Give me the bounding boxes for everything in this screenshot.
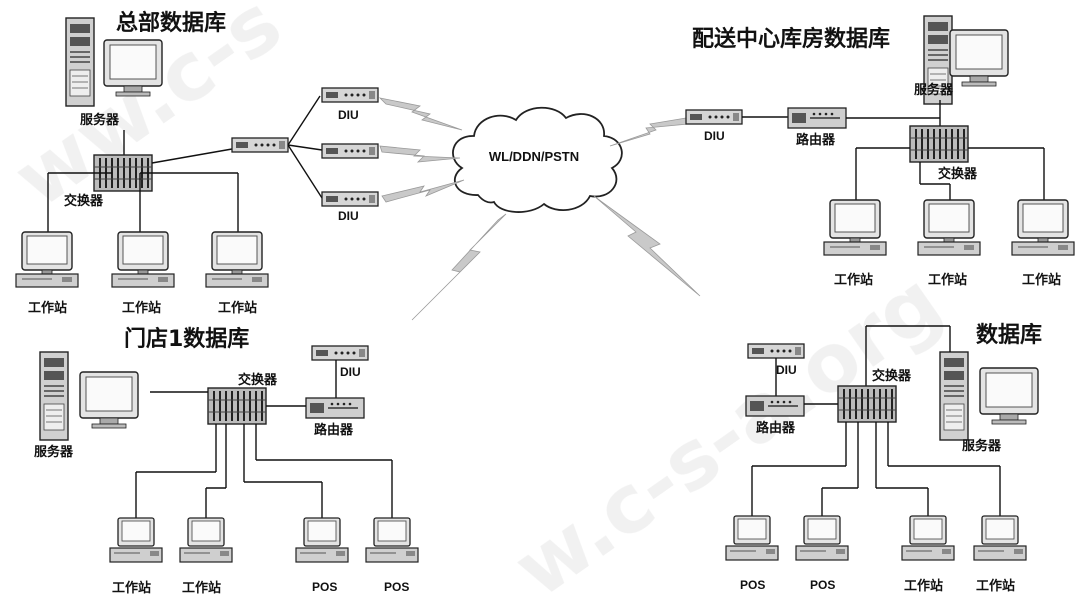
store1-router-label: 路由器 bbox=[314, 422, 354, 438]
store2-terminal-label-1: POS bbox=[740, 578, 765, 592]
dc-workstation-3 bbox=[1011, 199, 1075, 256]
store1-server-tower bbox=[39, 351, 69, 441]
store2-server-label: 服务器 bbox=[962, 438, 1002, 454]
store1-title: 门店1数据库 bbox=[124, 326, 249, 352]
wireless-links bbox=[378, 97, 701, 321]
wireless-link-store1 bbox=[411, 213, 507, 321]
wireless-link-dc bbox=[609, 117, 689, 147]
store2-terminal-3 bbox=[901, 515, 955, 561]
hq-switch-label: 交换器 bbox=[64, 193, 104, 209]
hq-workstation-label-3: 工作站 bbox=[218, 300, 257, 316]
store2-title: 数据库 bbox=[976, 322, 1042, 348]
store2-diu bbox=[747, 343, 805, 359]
dc-diu-label: DIU bbox=[704, 129, 725, 143]
hq-workstation-1 bbox=[15, 231, 79, 288]
store2-server-monitor bbox=[979, 367, 1039, 425]
wan-cloud: WL/DDN/PSTN bbox=[452, 106, 623, 213]
store1-terminal-label-2: 工作站 bbox=[182, 580, 221, 596]
store2-terminal-label-2: POS bbox=[810, 578, 835, 592]
dc-router bbox=[787, 107, 847, 129]
store1-diu-label: DIU bbox=[340, 365, 361, 379]
hq-diu-label-2: DIU bbox=[338, 209, 359, 223]
store2-router bbox=[745, 395, 805, 417]
store1-site: 门店1数据库 服务器 交换器 DIU 路由器 工作站 工作站 POS POS bbox=[34, 326, 419, 596]
dc-server-label: 服务器 bbox=[914, 82, 954, 98]
store1-router bbox=[305, 397, 365, 419]
store1-terminal-label-1: 工作站 bbox=[112, 580, 151, 596]
hq-title: 总部数据库 bbox=[116, 10, 226, 36]
dc-switch bbox=[909, 125, 969, 163]
hq-hub bbox=[231, 137, 289, 153]
store1-diu bbox=[311, 345, 369, 361]
wireless-link-hq-2 bbox=[379, 145, 461, 163]
store1-terminal-label-4: POS bbox=[384, 580, 409, 594]
hq-diu-1 bbox=[321, 87, 379, 103]
store2-server-tower bbox=[939, 351, 969, 441]
store1-server-label: 服务器 bbox=[34, 444, 74, 460]
hq-diu-label-1: DIU bbox=[338, 108, 359, 122]
store2-terminal-2 bbox=[795, 515, 849, 561]
hq-workstation-2 bbox=[111, 231, 175, 288]
store1-terminal-4 bbox=[365, 517, 419, 563]
store2-diu-label: DIU bbox=[776, 363, 797, 377]
store2-terminal-4 bbox=[973, 515, 1027, 561]
dc-title: 配送中心库房数据库 bbox=[692, 26, 890, 52]
dc-workstation-label-1: 工作站 bbox=[834, 272, 873, 288]
store2-terminal-label-4: 工作站 bbox=[976, 578, 1015, 594]
store2-switch-label: 交换器 bbox=[872, 368, 912, 384]
store2-terminal-1 bbox=[725, 515, 779, 561]
wireless-link-hq-1 bbox=[378, 97, 463, 131]
store1-terminal-label-3: POS bbox=[312, 580, 337, 594]
dc-workstation-label-3: 工作站 bbox=[1022, 272, 1061, 288]
hq-server-label: 服务器 bbox=[80, 112, 120, 128]
dc-workstation-label-2: 工作站 bbox=[928, 272, 967, 288]
dc-router-label: 路由器 bbox=[796, 132, 836, 148]
wireless-link-hq-3 bbox=[381, 179, 465, 203]
hq-workstation-label-2: 工作站 bbox=[122, 300, 161, 316]
hq-workstation-3 bbox=[205, 231, 269, 288]
dc-site: 配送中心库房数据库 服务器 DIU 路由器 交换器 工作站 工作站 工作站 bbox=[685, 15, 1075, 288]
store1-switch bbox=[207, 387, 267, 425]
store2-site: 数据库 服务器 交换器 DIU 路由器 POS POS 工作站 工 bbox=[725, 322, 1042, 594]
wireless-link-store2 bbox=[593, 195, 701, 297]
store1-terminal-2 bbox=[179, 517, 233, 563]
store1-terminal-1 bbox=[109, 517, 163, 563]
dc-server-monitor bbox=[949, 29, 1009, 87]
store1-terminal-3 bbox=[295, 517, 349, 563]
cloud-label: WL/DDN/PSTN bbox=[489, 149, 579, 164]
dc-workstation-1 bbox=[823, 199, 887, 256]
store2-terminal-label-3: 工作站 bbox=[904, 578, 943, 594]
dc-switch-label: 交换器 bbox=[938, 166, 978, 182]
hq-diu-3 bbox=[321, 191, 379, 207]
store1-switch-label: 交换器 bbox=[238, 372, 278, 388]
dc-diu bbox=[685, 109, 743, 125]
hq-server-tower bbox=[65, 17, 95, 107]
hq-site: 总部数据库 服务器 交换器 DIU DIU 工作站 工作站 工作站 bbox=[15, 10, 379, 316]
store2-router-label: 路由器 bbox=[756, 420, 796, 436]
store1-server-monitor bbox=[79, 371, 139, 429]
store2-switch bbox=[837, 385, 897, 423]
hq-diu-2 bbox=[321, 143, 379, 159]
hq-workstation-label-1: 工作站 bbox=[28, 300, 67, 316]
watermark: ww.c-s w.c-s-a.org bbox=[0, 0, 958, 598]
dc-workstation-2 bbox=[917, 199, 981, 256]
